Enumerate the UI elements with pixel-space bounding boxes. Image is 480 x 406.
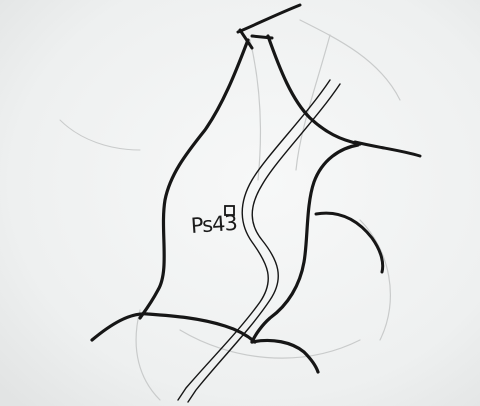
sketch-label: Ps43 [190,211,238,238]
